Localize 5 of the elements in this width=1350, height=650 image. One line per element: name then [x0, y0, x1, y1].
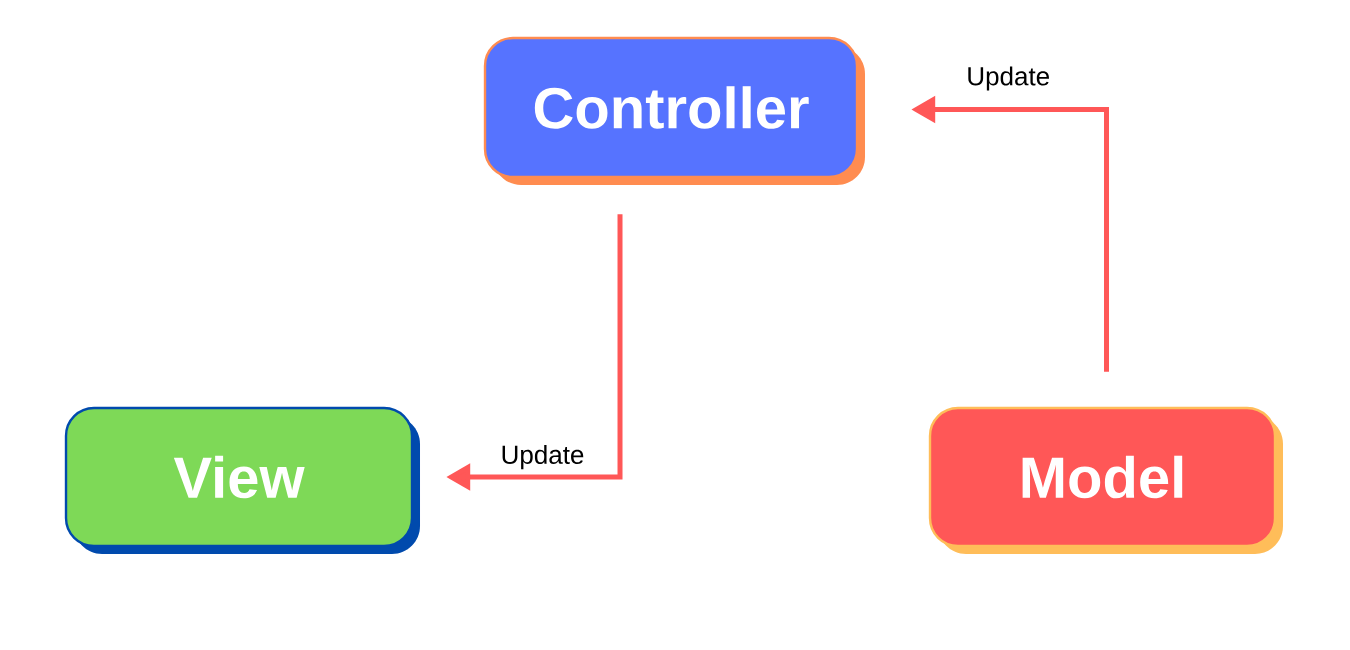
- edge-label: Update: [502, 444, 584, 470]
- edge-label: Update: [968, 66, 1049, 91]
- rounded-box: Controller: [483, 36, 865, 185]
- rounded-box: View: [64, 406, 420, 554]
- rounded-box: Model: [928, 406, 1283, 554]
